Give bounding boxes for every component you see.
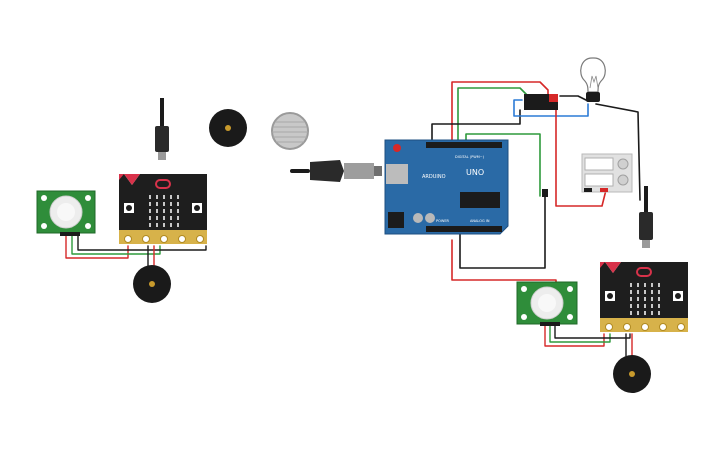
- wire-black-arduino-pir[interactable]: [459, 194, 546, 269]
- usb-cable-microbit-left[interactable]: [155, 98, 169, 160]
- wire-blue-relay[interactable]: [513, 99, 589, 117]
- microbit-left-button-a[interactable]: [124, 203, 134, 213]
- microbit-right-button-a[interactable]: [605, 291, 615, 301]
- microbit-right-edge-connector: [600, 318, 688, 332]
- wire-red-arduino-relay[interactable]: [451, 81, 549, 149]
- arduino-model-label: UNO: [466, 168, 484, 177]
- arduino-usb-port: [386, 164, 408, 184]
- wire-junction: [542, 189, 548, 197]
- relay[interactable]: [524, 94, 558, 110]
- buzzer-left-bottom[interactable]: [133, 265, 171, 303]
- wire-red-arduino-pir[interactable]: [451, 239, 557, 289]
- microbit-left-edge-connector: [119, 230, 207, 244]
- microbit-left-button-b[interactable]: [192, 203, 202, 213]
- arduino-analog-label: ANALOG IN: [470, 219, 490, 223]
- wire-black-bulb-right[interactable]: [595, 103, 641, 201]
- arduino-digital-label: DIGITAL (PWM~): [455, 155, 485, 159]
- light-bulb[interactable]: [580, 57, 606, 102]
- arduino-uno[interactable]: ARDUINO UNO DIGITAL (PWM~) ANALOG IN POW…: [384, 139, 509, 235]
- arduino-power-jack: [388, 212, 404, 228]
- battery-pack[interactable]: [581, 153, 633, 193]
- wire-black-pir-microbit-right[interactable]: [554, 325, 631, 339]
- microbit-right-leds: [630, 283, 660, 315]
- microbit-left[interactable]: [119, 174, 207, 244]
- arduino-reset-button[interactable]: [393, 144, 401, 152]
- pir-sensor-left[interactable]: [36, 190, 96, 236]
- wire-black-pir-microbit-left[interactable]: [77, 233, 207, 251]
- arduino-chip: [460, 192, 500, 208]
- gas-sensor[interactable]: [271, 112, 309, 150]
- buzzer-right-bottom[interactable]: [613, 355, 651, 393]
- microbit-left-leds: [149, 195, 179, 227]
- wire-red-pir-microbit-right[interactable]: [544, 325, 605, 347]
- wire-red-pir-microbit-left[interactable]: [65, 233, 129, 259]
- wires: [65, 81, 641, 357]
- arduino-digital-header: [426, 142, 502, 148]
- wire-green-arduino-pir[interactable]: [465, 133, 541, 197]
- wire-black-relay-bulb[interactable]: [559, 95, 587, 101]
- wire-black-arduino-top[interactable]: [431, 109, 521, 141]
- arduino-analog-header: [426, 226, 502, 232]
- usb-cable-microbit-right[interactable]: [639, 186, 653, 248]
- microbit-right[interactable]: [600, 262, 688, 332]
- arduino-brand-label: ARDUINO: [422, 174, 446, 180]
- microbit-right-button-b[interactable]: [673, 291, 683, 301]
- arduino-power-label: POWER: [436, 219, 450, 223]
- usb-cable-arduino[interactable]: [290, 160, 382, 182]
- buzzer-top[interactable]: [209, 109, 247, 147]
- pir-sensor-right[interactable]: [516, 281, 578, 326]
- wire-red-relay-battery[interactable]: [555, 107, 607, 207]
